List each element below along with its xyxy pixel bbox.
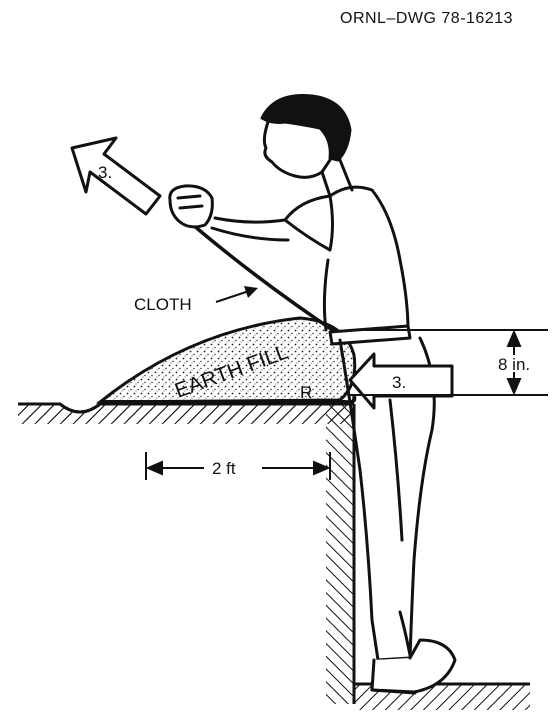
r-label: R [300,383,312,402]
width-dimension [146,452,330,480]
direction-arrow-up-left: 3. [72,138,160,214]
cloth-leader-arrow [216,286,258,302]
direction-arrow-left: 3. [350,354,452,408]
cloth-pulled [178,212,340,335]
arrow-right-label: 3. [392,373,406,392]
height-dimension-label: 8 in. [498,355,530,374]
cloth-label: CLOTH [134,295,192,314]
arrow-left-label: 3. [98,163,112,182]
ground-left [0,404,354,452]
trench-wall [326,404,354,704]
width-dimension-label: 2 ft [212,459,236,478]
